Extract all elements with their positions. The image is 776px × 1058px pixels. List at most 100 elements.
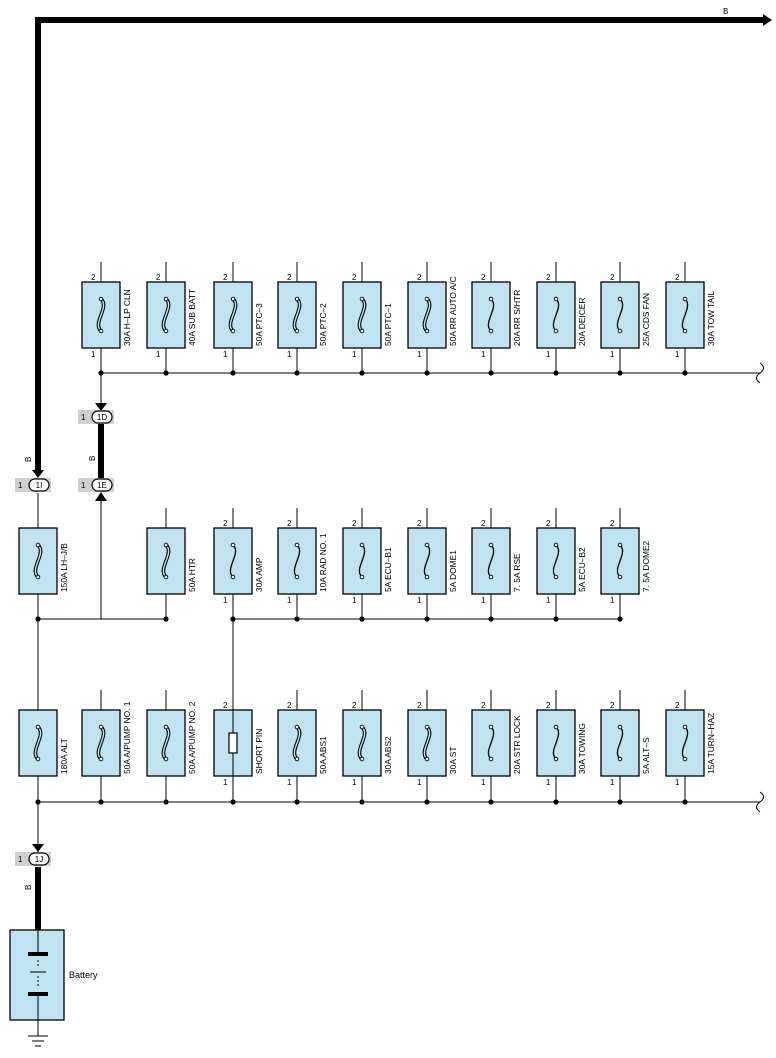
fuse-heavy-core — [423, 298, 431, 332]
fuse-terminal-top — [488, 724, 494, 730]
fuse-terminal-bottom — [35, 574, 41, 580]
fuse-heavy-core — [358, 726, 366, 760]
bottom-fuse-50a-a-pump-no-1[interactable]: 50A A/PUMP NO. 1 — [81, 690, 132, 805]
connector-pin: 1 — [18, 481, 23, 490]
bus-junction — [617, 799, 623, 805]
bottom-row-bus-break — [756, 791, 764, 813]
fuse-light-icon — [293, 544, 301, 578]
middle-fuse-150a-lh-j-b[interactable]: 150A LH–J/B — [18, 508, 69, 622]
fuse-label: 5A ECU–B1 — [383, 547, 393, 592]
fuse-terminal-bottom — [163, 756, 169, 762]
pin-number-bottom: 1 — [546, 350, 551, 359]
battery[interactable]: Battery — [9, 929, 98, 1036]
fuse-terminal-top — [294, 724, 300, 730]
fuse-light-icon — [616, 544, 624, 578]
pin-number-top: 2 — [352, 519, 357, 528]
pin-number-bottom: 1 — [481, 778, 486, 787]
fuse-terminal-bottom — [359, 328, 365, 334]
fuse-label: 50A PTC–1 — [383, 303, 393, 346]
fuse-label: 25A CDS FAN — [641, 293, 651, 346]
pin-number-top: 2 — [481, 519, 486, 528]
fuse-label: 50A PTC–2 — [318, 303, 328, 346]
bottom-fuse-50a-a-pump-no-2[interactable]: 50A A/PUMP NO. 2 — [146, 690, 197, 805]
fuse-heavy-core — [162, 544, 170, 578]
fuse-terminal-top — [163, 296, 169, 302]
fuse-terminal-top — [424, 296, 430, 302]
fuse-terminal-top — [359, 724, 365, 730]
pin-number-bottom: 1 — [481, 596, 486, 605]
bottom-fuse-180a-alt[interactable]: 180A ALT — [18, 690, 69, 805]
fuse-terminal-top — [230, 542, 236, 548]
fuse-label: SHORT PIN — [254, 729, 264, 774]
bus-junction — [682, 370, 688, 376]
middle-fuse-50a-htr[interactable]: 50A HTR — [146, 508, 197, 622]
bus-junction — [35, 799, 41, 805]
pin-number-top: 2 — [223, 519, 228, 528]
pin-number-top: 2 — [287, 701, 292, 710]
fuse-terminal-top — [553, 296, 559, 302]
fuse-terminal-bottom — [617, 574, 623, 580]
fuse-heavy-core — [34, 544, 42, 578]
fuse-terminal-bottom — [294, 328, 300, 334]
fuse-terminal-bottom — [163, 574, 169, 580]
middle-fuse-7-5a-rse[interactable]: 217. 5A RSE — [471, 508, 522, 622]
fuse-light-icon — [681, 726, 689, 760]
pin-number-bottom: 1 — [352, 778, 357, 787]
fuse-terminal-bottom — [682, 756, 688, 762]
fuse-label: 50A HTR — [187, 558, 197, 592]
bus-junction — [163, 616, 169, 622]
pin-number-bottom: 1 — [610, 778, 615, 787]
pin-number-top: 2 — [417, 701, 422, 710]
pin-number-bottom: 1 — [610, 350, 615, 359]
fuse-terminal-bottom — [359, 756, 365, 762]
fuse-terminal-bottom — [617, 756, 623, 762]
fuse-label: 30A TOW TAIL — [706, 290, 716, 346]
pin-number-bottom: 1 — [223, 596, 228, 605]
pin-number-bottom: 1 — [417, 596, 422, 605]
middle-fuse-7-5a-dome2[interactable]: 217. 5A DOME2 — [600, 508, 651, 622]
pin-number-top: 2 — [546, 519, 551, 528]
fuse-body — [600, 527, 640, 595]
pin-number-top: 2 — [352, 701, 357, 710]
battery-cell-plate-1 — [28, 952, 48, 956]
pin-number-top: 2 — [417, 273, 422, 282]
bus-junction — [230, 616, 236, 622]
battery-body — [9, 929, 65, 1021]
pin-number-bottom: 1 — [546, 778, 551, 787]
bus-junction — [98, 370, 104, 376]
pin-number-bottom: 1 — [287, 596, 292, 605]
pin-number-bottom: 1 — [417, 350, 422, 359]
bus-junction — [488, 370, 494, 376]
fuse-heavy-core — [423, 726, 431, 760]
fuse-label: 20A RR S/HTR — [512, 290, 522, 346]
fuse-label: 50A PTC–3 — [254, 303, 264, 346]
